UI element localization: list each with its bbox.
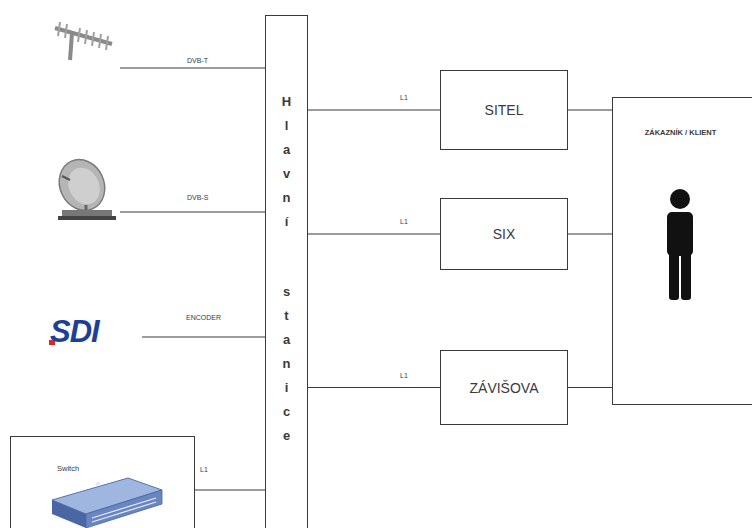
signal-wire (120, 67, 265, 68)
connector-line (568, 387, 612, 388)
box-label: SIX (493, 226, 516, 242)
customer-box: ZÁKAZNÍK / KLIENT (612, 97, 752, 405)
satellite-dish-icon (51, 152, 116, 220)
connector-line (308, 233, 440, 234)
link-label: L1 (200, 466, 208, 473)
antenna-icon (55, 22, 112, 60)
box-label: ZÁVIŠOVA (470, 380, 539, 396)
box-label: SITEL (485, 102, 524, 118)
signal-label: DVB-T (187, 57, 208, 64)
logo-text: SDI (50, 316, 99, 347)
site-box: SIX (440, 198, 568, 270)
box-heading: ZÁKAZNÍK / KLIENT (645, 128, 717, 137)
site-box: SITEL (440, 70, 568, 150)
connector-line (195, 489, 265, 490)
signal-label: DVB-S (187, 194, 208, 201)
vertical-title: Hlavní stanice (265, 90, 308, 448)
person-icon (667, 189, 693, 300)
signal-wire (142, 336, 265, 337)
main-station-box: Hlavní stanice (265, 15, 308, 528)
link-label: L1 (400, 94, 408, 101)
switch-device-icon (52, 478, 162, 528)
connector-line (568, 233, 612, 234)
link-label: L1 (400, 218, 408, 225)
connector-line (308, 109, 440, 110)
signal-label: ENCODER (186, 314, 221, 321)
connector-line (308, 387, 440, 388)
box-label: Switch (57, 464, 194, 473)
site-box: ZÁVIŠOVA (440, 350, 568, 425)
switch-box: Switch (10, 436, 195, 528)
signal-wire (120, 211, 265, 212)
connector-line (568, 109, 612, 110)
link-label: L1 (400, 372, 408, 379)
